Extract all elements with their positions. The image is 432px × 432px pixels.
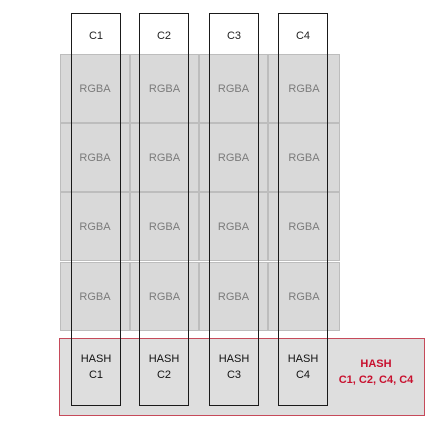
hash-cell-column: C4 (295, 369, 311, 381)
hash-cell-c2: HASH C2 (139, 351, 189, 383)
rgba-cell: RGBA (268, 192, 340, 261)
hash-summary: HASH C1, C2, C4, C4 (328, 356, 424, 388)
rgba-cell: RGBA (130, 262, 199, 331)
column-frame-c4 (278, 13, 328, 406)
rgba-cell: RGBA (268, 262, 340, 331)
rgba-cell: RGBA (268, 123, 340, 192)
column-header-c3: C3 (226, 30, 242, 42)
hash-cell-label: HASH (218, 353, 250, 365)
rgba-cell: RGBA (199, 262, 268, 331)
rgba-cell: RGBA (130, 54, 199, 123)
hash-cell-label: HASH (148, 353, 180, 365)
column-frame-c1 (71, 13, 121, 406)
hash-cell-c1: HASH C1 (71, 351, 121, 383)
rgba-cell: RGBA (268, 54, 340, 123)
column-header-c1: C1 (88, 30, 104, 42)
column-header-c2: C2 (156, 30, 172, 42)
hash-cell-c4: HASH C4 (278, 351, 328, 383)
hash-cell-column: C2 (156, 369, 172, 381)
hash-cell-c3: HASH C3 (209, 351, 259, 383)
rgba-cell: RGBA (130, 192, 199, 261)
column-frame-c3 (209, 13, 259, 406)
hash-cell-column: C3 (226, 369, 242, 381)
hash-summary-sequence: C1, C2, C4, C4 (338, 374, 414, 386)
hash-summary-label: HASH (360, 358, 392, 370)
rgba-cell: RGBA (199, 192, 268, 261)
hash-cell-label: HASH (287, 353, 319, 365)
hash-cell-label: HASH (80, 353, 112, 365)
column-header-c4: C4 (295, 30, 311, 42)
hash-cell-column: C1 (88, 369, 104, 381)
rgba-cell: RGBA (199, 123, 268, 192)
column-frame-c2 (139, 13, 189, 406)
rgba-cell: RGBA (199, 54, 268, 123)
rgba-cell: RGBA (130, 123, 199, 192)
